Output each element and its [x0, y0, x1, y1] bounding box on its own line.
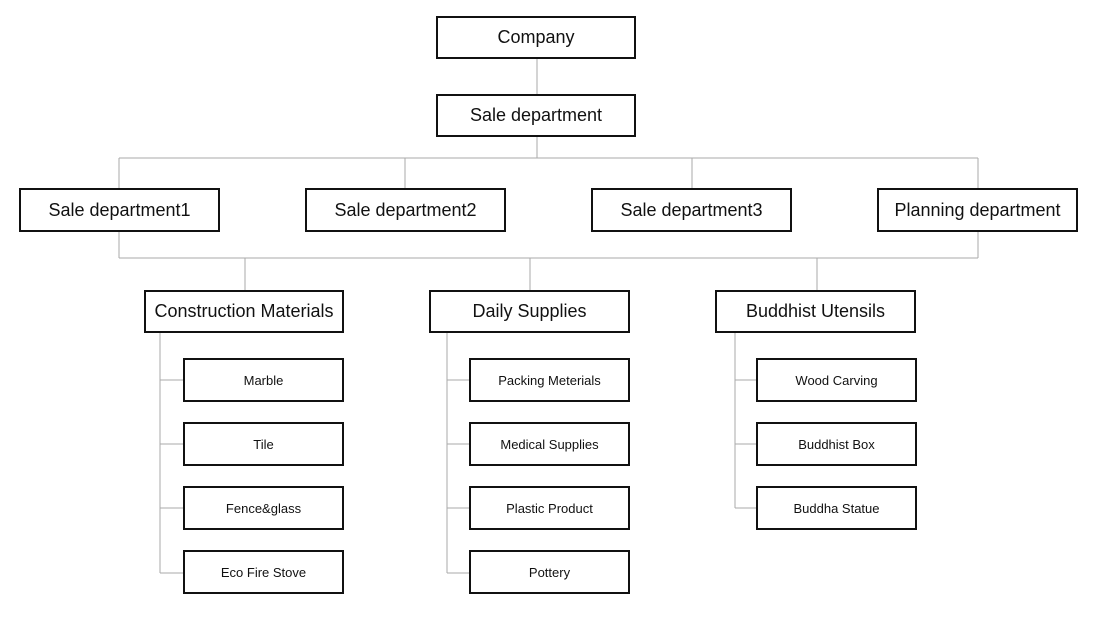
node-medical-supplies: Medical Supplies — [469, 422, 630, 466]
node-eco-fire-stove: Eco Fire Stove — [183, 550, 344, 594]
node-packing-meterials: Packing Meterials — [469, 358, 630, 402]
node-buddhist-utensils: Buddhist Utensils — [715, 290, 916, 333]
node-sale-department3: Sale department3 — [591, 188, 792, 232]
node-sale-department1: Sale department1 — [19, 188, 220, 232]
node-fence-glass: Fence&glass — [183, 486, 344, 530]
node-buddha-statue: Buddha Statue — [756, 486, 917, 530]
node-pottery: Pottery — [469, 550, 630, 594]
node-tile: Tile — [183, 422, 344, 466]
node-daily-supplies: Daily Supplies — [429, 290, 630, 333]
node-sale-department: Sale department — [436, 94, 636, 137]
node-marble: Marble — [183, 358, 344, 402]
node-construction-materials: Construction Materials — [144, 290, 344, 333]
node-buddhist-box: Buddhist Box — [756, 422, 917, 466]
node-wood-carving: Wood Carving — [756, 358, 917, 402]
node-plastic-product: Plastic Product — [469, 486, 630, 530]
node-planning-department: Planning department — [877, 188, 1078, 232]
node-sale-department2: Sale department2 — [305, 188, 506, 232]
node-company: Company — [436, 16, 636, 59]
